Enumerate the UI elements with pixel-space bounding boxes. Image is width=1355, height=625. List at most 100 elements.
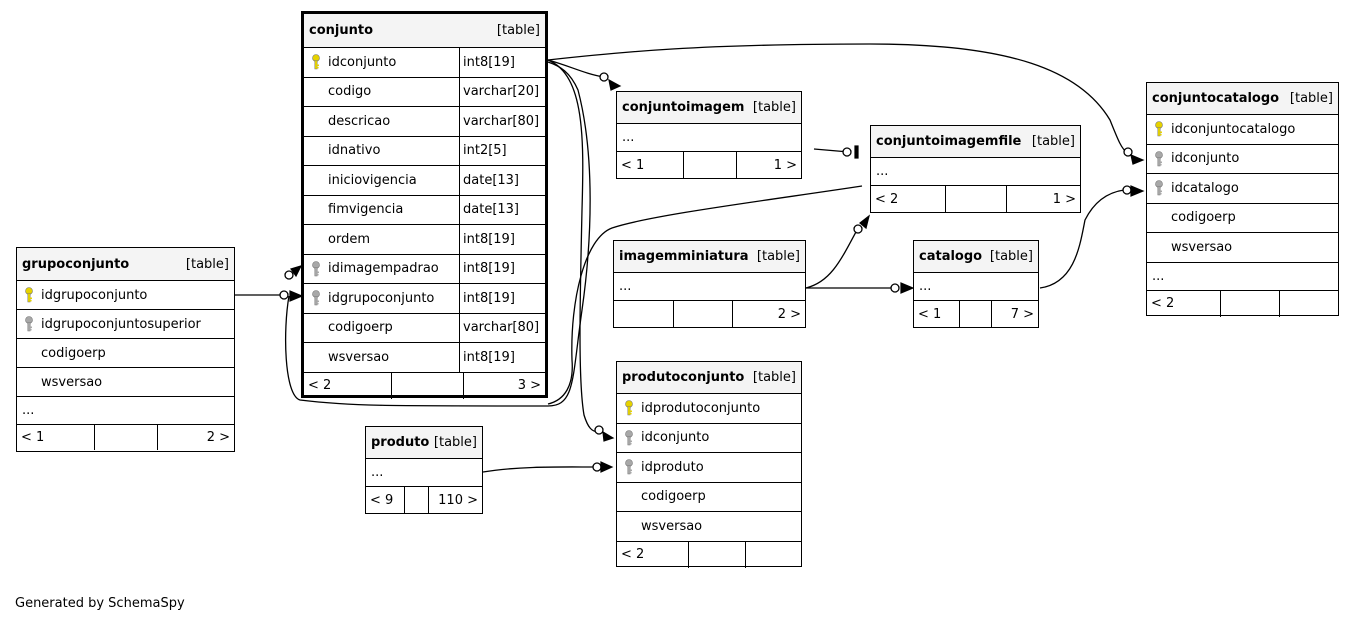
credit-text: Generated by SchemaSpy: [15, 596, 185, 611]
optional-marker: [284, 270, 294, 280]
column-name: idprodutoconjunto: [641, 400, 761, 416]
table-footer: 2 >: [614, 301, 805, 327]
table-footer: < 1 2 >: [17, 425, 234, 450]
column-name: idconjunto: [1171, 151, 1240, 167]
ellipsis: ...: [919, 279, 932, 294]
column-row[interactable]: wsversao: [1147, 233, 1338, 263]
column-row[interactable]: idconjunto: [1147, 145, 1338, 174]
table-footer: < 2: [1147, 290, 1338, 317]
crowfoot-marker: [1130, 154, 1145, 165]
column-row[interactable]: idgrupoconjuntosuperior: [17, 310, 234, 339]
primary-key-icon: [617, 400, 641, 416]
optional-marker: [592, 462, 602, 472]
table-imagemminiatura[interactable]: imagemminiatura [table] ... 2 >: [613, 240, 806, 328]
footer-left: < 2: [621, 547, 645, 562]
table-footer: < 2: [617, 541, 801, 568]
footer-right: 2 >: [157, 425, 234, 450]
column-row[interactable]: idconjuntocatalogo: [1147, 115, 1338, 145]
footer-mid: [683, 152, 736, 178]
table-produtoconjunto[interactable]: produtoconjunto [table] idprodutoconjunt…: [616, 361, 802, 568]
crowfoot-marker: [600, 461, 614, 473]
column-row[interactable]: idcatalogo: [1147, 174, 1338, 204]
column-row[interactable]: wsversao: [617, 512, 801, 542]
foreign-key-icon: [617, 459, 641, 475]
table-produto[interactable]: produto [table] ... < 9 110 >: [365, 426, 483, 514]
column-name: wsversao: [641, 518, 703, 534]
table-header: conjuntoimagemfile [table]: [871, 126, 1080, 158]
column-name: descricao: [328, 113, 391, 129]
column-type: date[13]: [459, 195, 545, 224]
column-name: codigo: [328, 84, 372, 100]
ellipsis: ...: [371, 465, 384, 480]
column-row[interactable]: codigoerp: [617, 483, 801, 512]
footer-left: [614, 301, 673, 327]
one-marker: [854, 145, 859, 159]
table-header: imagemminiatura [table]: [614, 241, 805, 273]
primary-key-icon: [1147, 121, 1171, 137]
column-type: varchar[80]: [459, 107, 545, 136]
column-type: date[13]: [459, 166, 545, 195]
optional-marker: [594, 425, 604, 435]
ellipsis: ...: [22, 403, 35, 418]
column-row[interactable]: wsversao: [17, 368, 234, 397]
foreign-key-icon: [17, 316, 41, 332]
column-type: int8[19]: [459, 343, 545, 372]
column-row[interactable]: idgrupoconjunto: [17, 281, 234, 310]
column-name: idproduto: [641, 459, 704, 475]
ellipsis-row: ...: [17, 397, 234, 425]
table-name: conjunto: [309, 23, 374, 38]
column-row[interactable]: iniciovigencia date[13]: [304, 166, 545, 196]
column-row[interactable]: descricao varchar[80]: [304, 107, 545, 137]
column-name: wsversao: [1171, 239, 1233, 255]
primary-key-icon: [304, 54, 328, 70]
footer-mid: [673, 301, 732, 327]
crowfoot-marker: [1130, 185, 1145, 197]
table-name: produto: [371, 435, 430, 450]
footer-right: [745, 541, 801, 568]
table-name: conjuntoimagemfile: [876, 134, 1022, 149]
table-catalogo[interactable]: catalogo [table] ... < 1 7 >: [913, 240, 1039, 328]
column-list: idprodutoconjunto idconjunto idproduto codi…: [617, 394, 801, 542]
column-name: iniciovigencia: [328, 172, 417, 188]
column-type: varchar[80]: [459, 313, 545, 342]
column-row[interactable]: codigoerp: [17, 339, 234, 368]
footer-right: 1 >: [1006, 186, 1080, 212]
column-row[interactable]: idprodutoconjunto: [617, 394, 801, 424]
optional-marker: [1123, 147, 1133, 157]
ellipsis-row: ...: [914, 273, 1038, 301]
table-header: conjuntoimagem [table]: [617, 92, 801, 124]
table-header: catalogo [table]: [914, 241, 1038, 273]
optional-marker: [890, 283, 900, 293]
table-name: grupoconjunto: [22, 256, 130, 272]
table-conjuntocatalogo[interactable]: conjuntocatalogo [table] idconjuntocatal…: [1146, 82, 1339, 317]
column-name: idconjuntocatalogo: [1171, 121, 1296, 137]
optional-marker: [1122, 185, 1132, 195]
crowfoot-marker: [608, 78, 622, 91]
ellipsis: ...: [622, 130, 635, 145]
column-name: idnativo: [328, 143, 381, 159]
table-conjuntoimagem[interactable]: conjuntoimagem [table] ... < 1 1 >: [616, 91, 802, 179]
column-row[interactable]: codigoerp: [1147, 204, 1338, 233]
link-conjunto-conjuntocatalogo: [547, 43, 1128, 153]
table-tag: [table]: [1289, 91, 1333, 106]
foreign-key-icon: [304, 260, 328, 277]
column-row[interactable]: idproduto: [617, 453, 801, 483]
table-tag: [table]: [989, 249, 1033, 264]
column-row[interactable]: idconjunto: [617, 424, 801, 453]
link-imagemminiatura-file: [805, 229, 858, 289]
table-tag: [table]: [756, 249, 800, 264]
ellipsis: ...: [1152, 268, 1165, 284]
table-conjuntoimagemfile[interactable]: conjuntoimagemfile [table] ... < 2 1 >: [870, 125, 1081, 213]
